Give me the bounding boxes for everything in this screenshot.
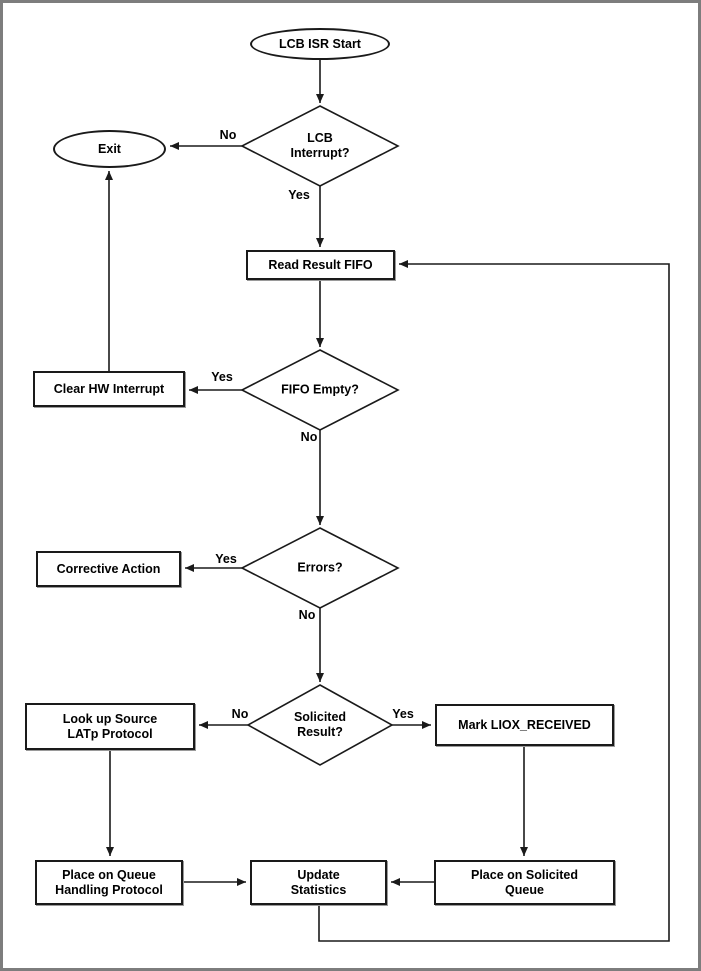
process-corrective-action-label: Corrective Action (56, 561, 161, 576)
decision-solicited-result-label: Solicited Result? (293, 710, 347, 739)
process-update-statistics-label: Update Statistics (290, 867, 347, 897)
edge-label-lcb-yes: Yes (287, 188, 311, 202)
process-place-on-solicited-queue: Place on Solicited Queue (434, 860, 615, 905)
process-place-on-queue-handling-label: Place on Queue Handling Protocol (55, 867, 163, 897)
edge-label-fifo-no: No (299, 430, 319, 444)
terminator-start-label: LCB ISR Start (279, 36, 361, 51)
decision-lcb-interrupt-label: LCB Interrupt? (290, 131, 350, 160)
edge-label-errors-yes: Yes (214, 552, 238, 566)
process-lookup-source-latp-label: Look up Source LATp Protocol (62, 711, 158, 741)
decision-lcb-interrupt-shape (240, 105, 400, 187)
process-read-result-fifo: Read Result FIFO (246, 250, 395, 280)
process-clear-hw-interrupt-label: Clear HW Interrupt (53, 381, 165, 396)
process-read-result-fifo-label: Read Result FIFO (268, 257, 373, 272)
process-place-on-solicited-queue-label: Place on Solicited Queue (471, 867, 578, 897)
process-mark-liox-received-label: Mark LIOX_RECEIVED (458, 717, 591, 732)
process-update-statistics: Update Statistics (250, 860, 387, 905)
edge-label-errors-no: No (297, 608, 317, 622)
decision-solicited-result-shape (246, 684, 394, 766)
edge-label-fifo-yes: Yes (210, 370, 234, 384)
process-corrective-action: Corrective Action (36, 551, 181, 587)
decision-fifo-empty-shape (240, 349, 400, 431)
process-lookup-source-latp: Look up Source LATp Protocol (25, 703, 195, 750)
edge-update-stats-loop-to-read-fifo (318, 260, 670, 942)
edge-label-solicited-no: No (230, 707, 250, 721)
decision-fifo-empty-label: FIFO Empty? (281, 382, 359, 397)
connector-layer (105, 60, 670, 942)
terminator-exit: Exit (53, 130, 166, 168)
process-mark-liox-received: Mark LIOX_RECEIVED (435, 704, 614, 746)
edge-label-solicited-yes: Yes (391, 707, 415, 721)
edge-label-lcb-no: No (218, 128, 238, 142)
decision-errors-label: Errors? (297, 560, 343, 575)
decision-errors-shape (240, 527, 400, 609)
terminator-exit-label: Exit (98, 141, 121, 156)
terminator-start: LCB ISR Start (250, 28, 390, 60)
process-place-on-queue-handling: Place on Queue Handling Protocol (35, 860, 183, 905)
process-clear-hw-interrupt: Clear HW Interrupt (33, 371, 185, 407)
